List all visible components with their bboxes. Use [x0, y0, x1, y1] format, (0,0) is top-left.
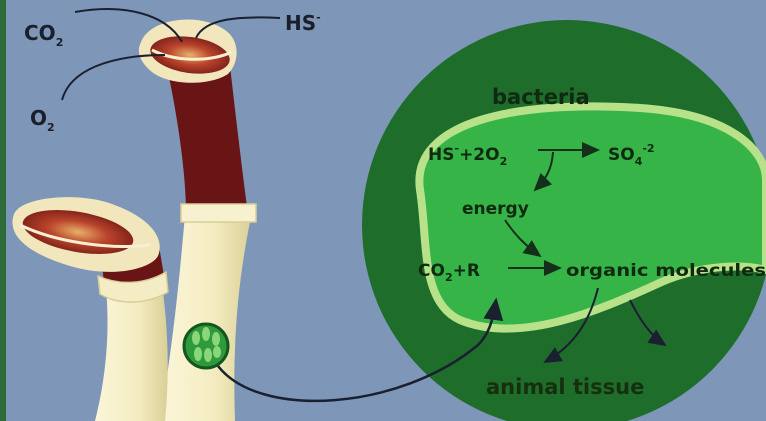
bacteria-title: bacteria — [492, 85, 590, 109]
reaction1-left: HS-+2O2 — [428, 142, 507, 168]
bacteria-panel — [362, 20, 766, 421]
hs-label: HS- — [285, 11, 321, 35]
tube-worm-tall-collar — [181, 204, 256, 222]
reaction2-right: organic molecules — [566, 261, 766, 281]
bacteria-cell-icon — [184, 324, 228, 368]
left-edge-strip — [0, 0, 6, 421]
animal-tissue-label: animal tissue — [486, 375, 644, 399]
energy-label: energy — [462, 199, 529, 219]
